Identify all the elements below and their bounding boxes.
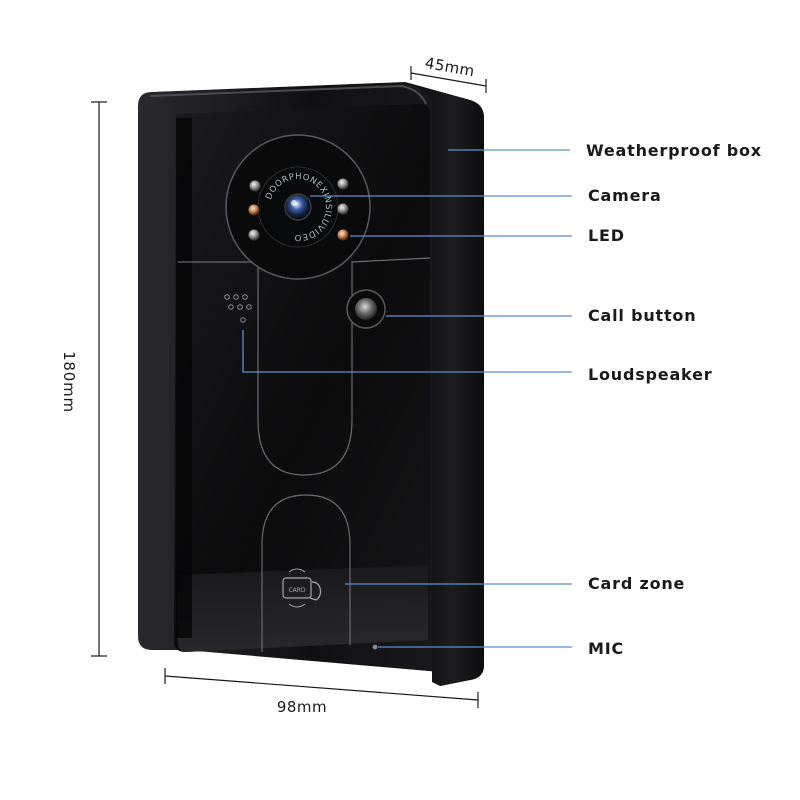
label-loudspeaker: Loudspeaker <box>588 365 713 384</box>
leader-lines <box>242 149 572 648</box>
label-led: LED <box>588 226 625 245</box>
card-icon-text: CARD <box>288 587 305 594</box>
led-light <box>337 203 349 215</box>
label-card-zone: Card zone <box>588 574 686 593</box>
card-reader-icon: CARD <box>282 568 322 608</box>
label-camera: Camera <box>588 186 662 205</box>
panel-upper-groove <box>178 257 431 476</box>
card-zone-groove <box>261 494 351 652</box>
height-dimension-label: 180mm <box>60 351 78 413</box>
depth-dim-line <box>410 72 487 87</box>
housing-top-lip <box>149 84 427 105</box>
label-call-button: Call button <box>588 306 697 325</box>
led-light <box>337 229 349 241</box>
housing-side-wall <box>405 82 484 686</box>
width-dimension-label: 98mm <box>277 698 327 716</box>
mic-hole <box>372 644 378 650</box>
led-cluster-right <box>337 178 349 241</box>
panel-left-edge <box>176 118 192 638</box>
label-mic: MIC <box>588 639 625 658</box>
dimension-lines <box>91 66 487 708</box>
led-light <box>337 178 349 190</box>
loudspeaker-grille <box>224 294 252 323</box>
led-light <box>248 204 260 216</box>
call-button-cap <box>355 298 377 320</box>
label-weatherproof-box: Weatherproof box <box>586 141 762 160</box>
led-light <box>248 229 260 241</box>
led-light <box>249 180 261 192</box>
camera-lens-glint <box>291 200 297 206</box>
front-panel-lower <box>178 565 428 652</box>
led-cluster-left <box>248 180 261 241</box>
camera-lens <box>284 193 312 221</box>
leader-loudspeaker <box>242 330 572 373</box>
width-dim-line <box>164 675 479 701</box>
